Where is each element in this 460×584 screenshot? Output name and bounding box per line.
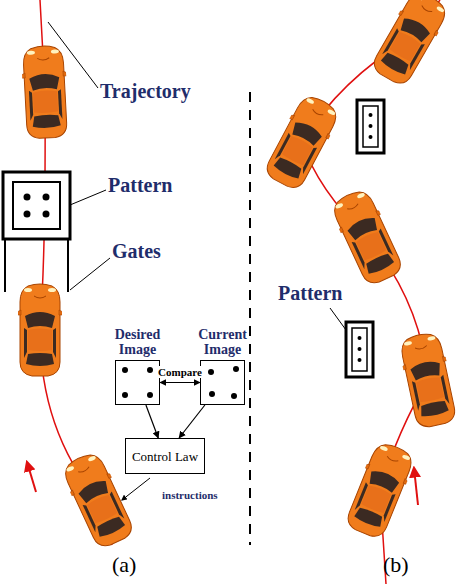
text-label: (b) <box>383 552 409 578</box>
instruction-arrow <box>122 478 150 500</box>
pattern-board <box>346 322 373 377</box>
leader-line <box>330 308 346 330</box>
car <box>20 45 71 139</box>
connector-arrow <box>146 405 158 438</box>
direction-arrow <box>27 462 36 492</box>
connector-arrow <box>179 405 205 438</box>
text-label: instructions <box>162 489 218 501</box>
image-box: Desired Image <box>115 360 160 405</box>
car <box>17 284 63 376</box>
car <box>260 91 344 194</box>
car <box>367 0 453 89</box>
car <box>341 439 418 542</box>
text-label: Pattern <box>108 174 172 197</box>
car <box>396 330 460 430</box>
text-label: Trajectory <box>100 80 191 103</box>
gate-post <box>4 239 6 292</box>
edge-label: Compare <box>157 366 203 378</box>
connector-arrow <box>160 382 200 383</box>
pattern-board <box>357 100 384 153</box>
text-label: (a) <box>112 552 136 578</box>
car <box>327 186 408 289</box>
gate-post <box>67 239 69 292</box>
direction-arrow <box>414 468 418 505</box>
text-label: Pattern <box>278 282 342 305</box>
panel-divider <box>249 92 251 545</box>
leader-line <box>70 190 106 205</box>
pattern-board <box>13 182 60 229</box>
image-heading: Current Image <box>191 327 255 357</box>
image-heading: Desired Image <box>106 327 170 357</box>
process-box: Control Law <box>125 438 205 474</box>
text-label: Gates <box>112 240 161 263</box>
image-box: Current Image <box>200 360 245 405</box>
pattern-board <box>3 172 70 239</box>
leader-line <box>48 22 98 88</box>
leader-line <box>70 258 110 290</box>
box-text: Control Law <box>126 449 204 464</box>
